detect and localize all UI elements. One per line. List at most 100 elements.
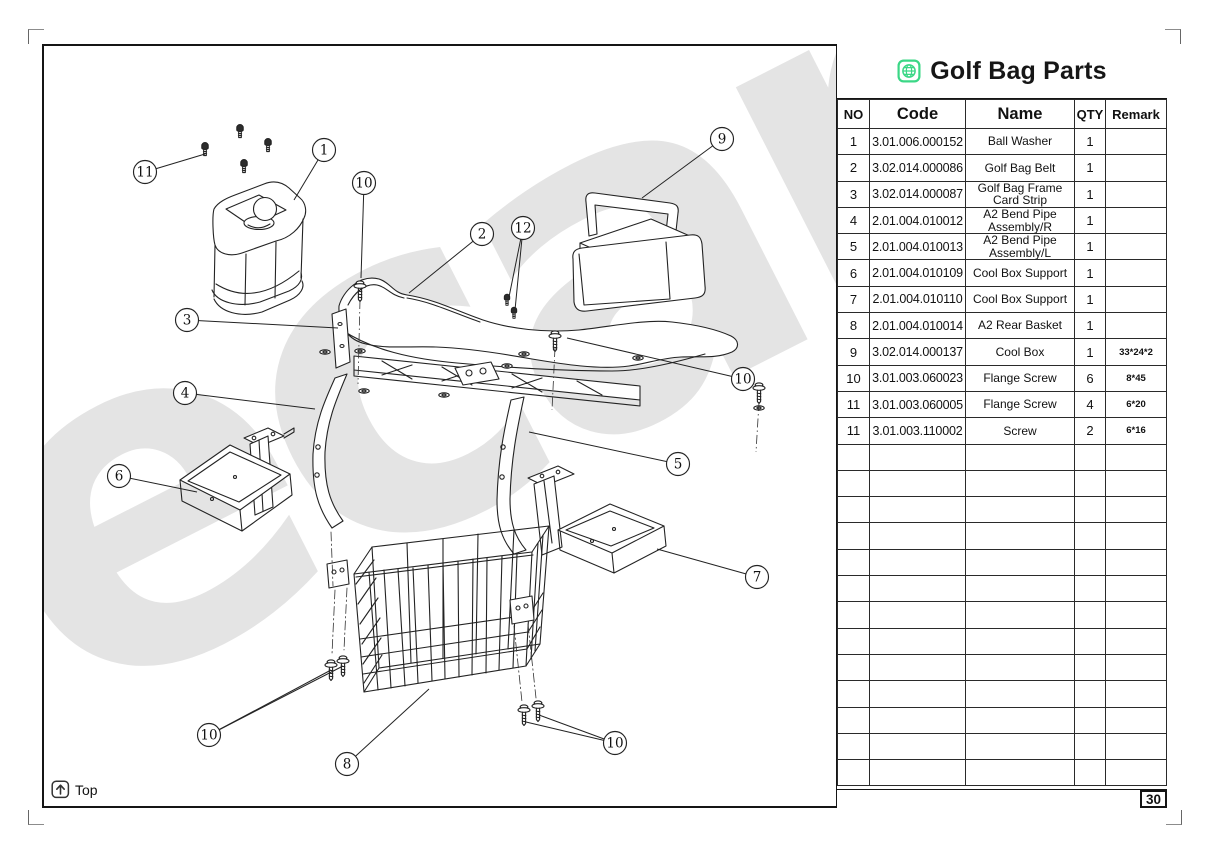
svg-text:10: 10 <box>355 176 372 192</box>
table-row <box>837 680 1167 708</box>
callout-3: 3 <box>174 307 339 333</box>
cell-name <box>965 601 1075 629</box>
cell-remark <box>1105 653 1167 682</box>
cell-remark <box>1105 575 1167 603</box>
callout-7: 7 <box>656 548 770 590</box>
cell-qty: 1 <box>1074 285 1106 314</box>
cell-no: 8 <box>837 312 870 340</box>
cell-remark: 33*24*2 <box>1105 338 1167 366</box>
callout-10: 10 <box>525 714 628 756</box>
cell-code <box>869 443 966 471</box>
cell-no <box>837 759 870 787</box>
cell-name: Cool Box Support <box>965 259 1075 287</box>
svg-text:2: 2 <box>478 227 487 243</box>
cell-code: 2.01.004.010013 <box>869 233 966 261</box>
svg-text:10: 10 <box>606 736 623 752</box>
callout-12: 12 <box>508 215 536 311</box>
corner-mark-top-right <box>1165 29 1181 44</box>
cell-qty: 1 <box>1074 206 1106 235</box>
cell-name: A2 Bend Pipe Assembly/R <box>965 206 1075 235</box>
svg-text:3: 3 <box>183 313 192 329</box>
cell-remark <box>1105 680 1167 708</box>
cell-no <box>837 732 870 761</box>
corner-mark-top-left <box>28 29 44 44</box>
cell-no <box>837 548 870 577</box>
cell-no: 11 <box>837 390 870 419</box>
cell-remark <box>1105 285 1167 314</box>
cool-box-drawing <box>572 192 706 312</box>
svg-text:12: 12 <box>514 221 531 237</box>
cell-name: Cool Box <box>965 338 1075 366</box>
cell-name <box>965 575 1075 603</box>
table-row <box>837 627 1167 655</box>
callout-5: 5 <box>528 431 691 477</box>
cell-remark <box>1105 127 1167 156</box>
cell-remark: 6*20 <box>1105 390 1167 419</box>
cell-qty <box>1074 706 1106 734</box>
cell-code: 3.02.014.000086 <box>869 154 966 182</box>
header-remark: Remark <box>1105 99 1167 129</box>
cell-qty <box>1074 680 1106 708</box>
cell-qty <box>1074 443 1106 471</box>
cell-remark <box>1105 233 1167 261</box>
table-row <box>837 443 1167 471</box>
callout-10: 10 <box>566 337 756 392</box>
cell-remark <box>1105 443 1167 471</box>
cell-remark <box>1105 259 1167 287</box>
cell-no <box>837 601 870 629</box>
table-row <box>837 601 1167 629</box>
cell-name <box>965 522 1075 550</box>
cell-qty <box>1074 522 1106 550</box>
table-row <box>837 732 1167 761</box>
cell-remark <box>1105 312 1167 340</box>
cell-qty: 1 <box>1074 338 1106 366</box>
cell-name <box>965 706 1075 734</box>
rear-basket-drawing <box>326 525 550 703</box>
cell-code: 3.02.014.000087 <box>869 180 966 208</box>
cell-name <box>965 653 1075 682</box>
cell-remark <box>1105 496 1167 524</box>
table-row <box>837 469 1167 498</box>
callout-9: 9 <box>641 126 735 199</box>
frame-hardware-drawing <box>319 280 766 453</box>
callout-2: 2 <box>408 221 495 294</box>
top-button-label: Top <box>75 781 98 798</box>
cell-code <box>869 680 966 708</box>
header-name: Name <box>965 99 1075 129</box>
cell-code: 3.01.003.060023 <box>869 364 966 392</box>
cell-no <box>837 627 870 655</box>
top-button[interactable]: Top <box>51 780 98 799</box>
exploded-view-diagram: ecar <box>44 46 836 806</box>
left-support-drawing <box>179 427 295 532</box>
cell-remark <box>1105 154 1167 182</box>
callout-4: 4 <box>172 380 316 410</box>
cell-remark <box>1105 706 1167 734</box>
cell-no: 4 <box>837 206 870 235</box>
header-no: NO <box>837 99 870 129</box>
table-row <box>837 548 1167 577</box>
cell-remark <box>1105 469 1167 498</box>
cell-name <box>965 732 1075 761</box>
cell-qty: 4 <box>1074 390 1106 419</box>
cell-code <box>869 522 966 550</box>
corner-mark-bottom-right <box>1166 810 1182 825</box>
cell-remark <box>1105 522 1167 550</box>
cell-remark <box>1105 206 1167 235</box>
cell-code: 3.01.003.110002 <box>869 417 966 445</box>
cell-no: 10 <box>837 364 870 392</box>
cell-no: 7 <box>837 285 870 314</box>
callout-6: 6 <box>106 463 198 493</box>
cell-name <box>965 548 1075 577</box>
table-header-row: NO Code Name QTY Remark <box>837 99 1167 129</box>
callout-11: 11 <box>132 153 206 185</box>
cell-remark <box>1105 548 1167 577</box>
svg-text:9: 9 <box>718 132 727 148</box>
right-support-drawing <box>527 465 667 574</box>
